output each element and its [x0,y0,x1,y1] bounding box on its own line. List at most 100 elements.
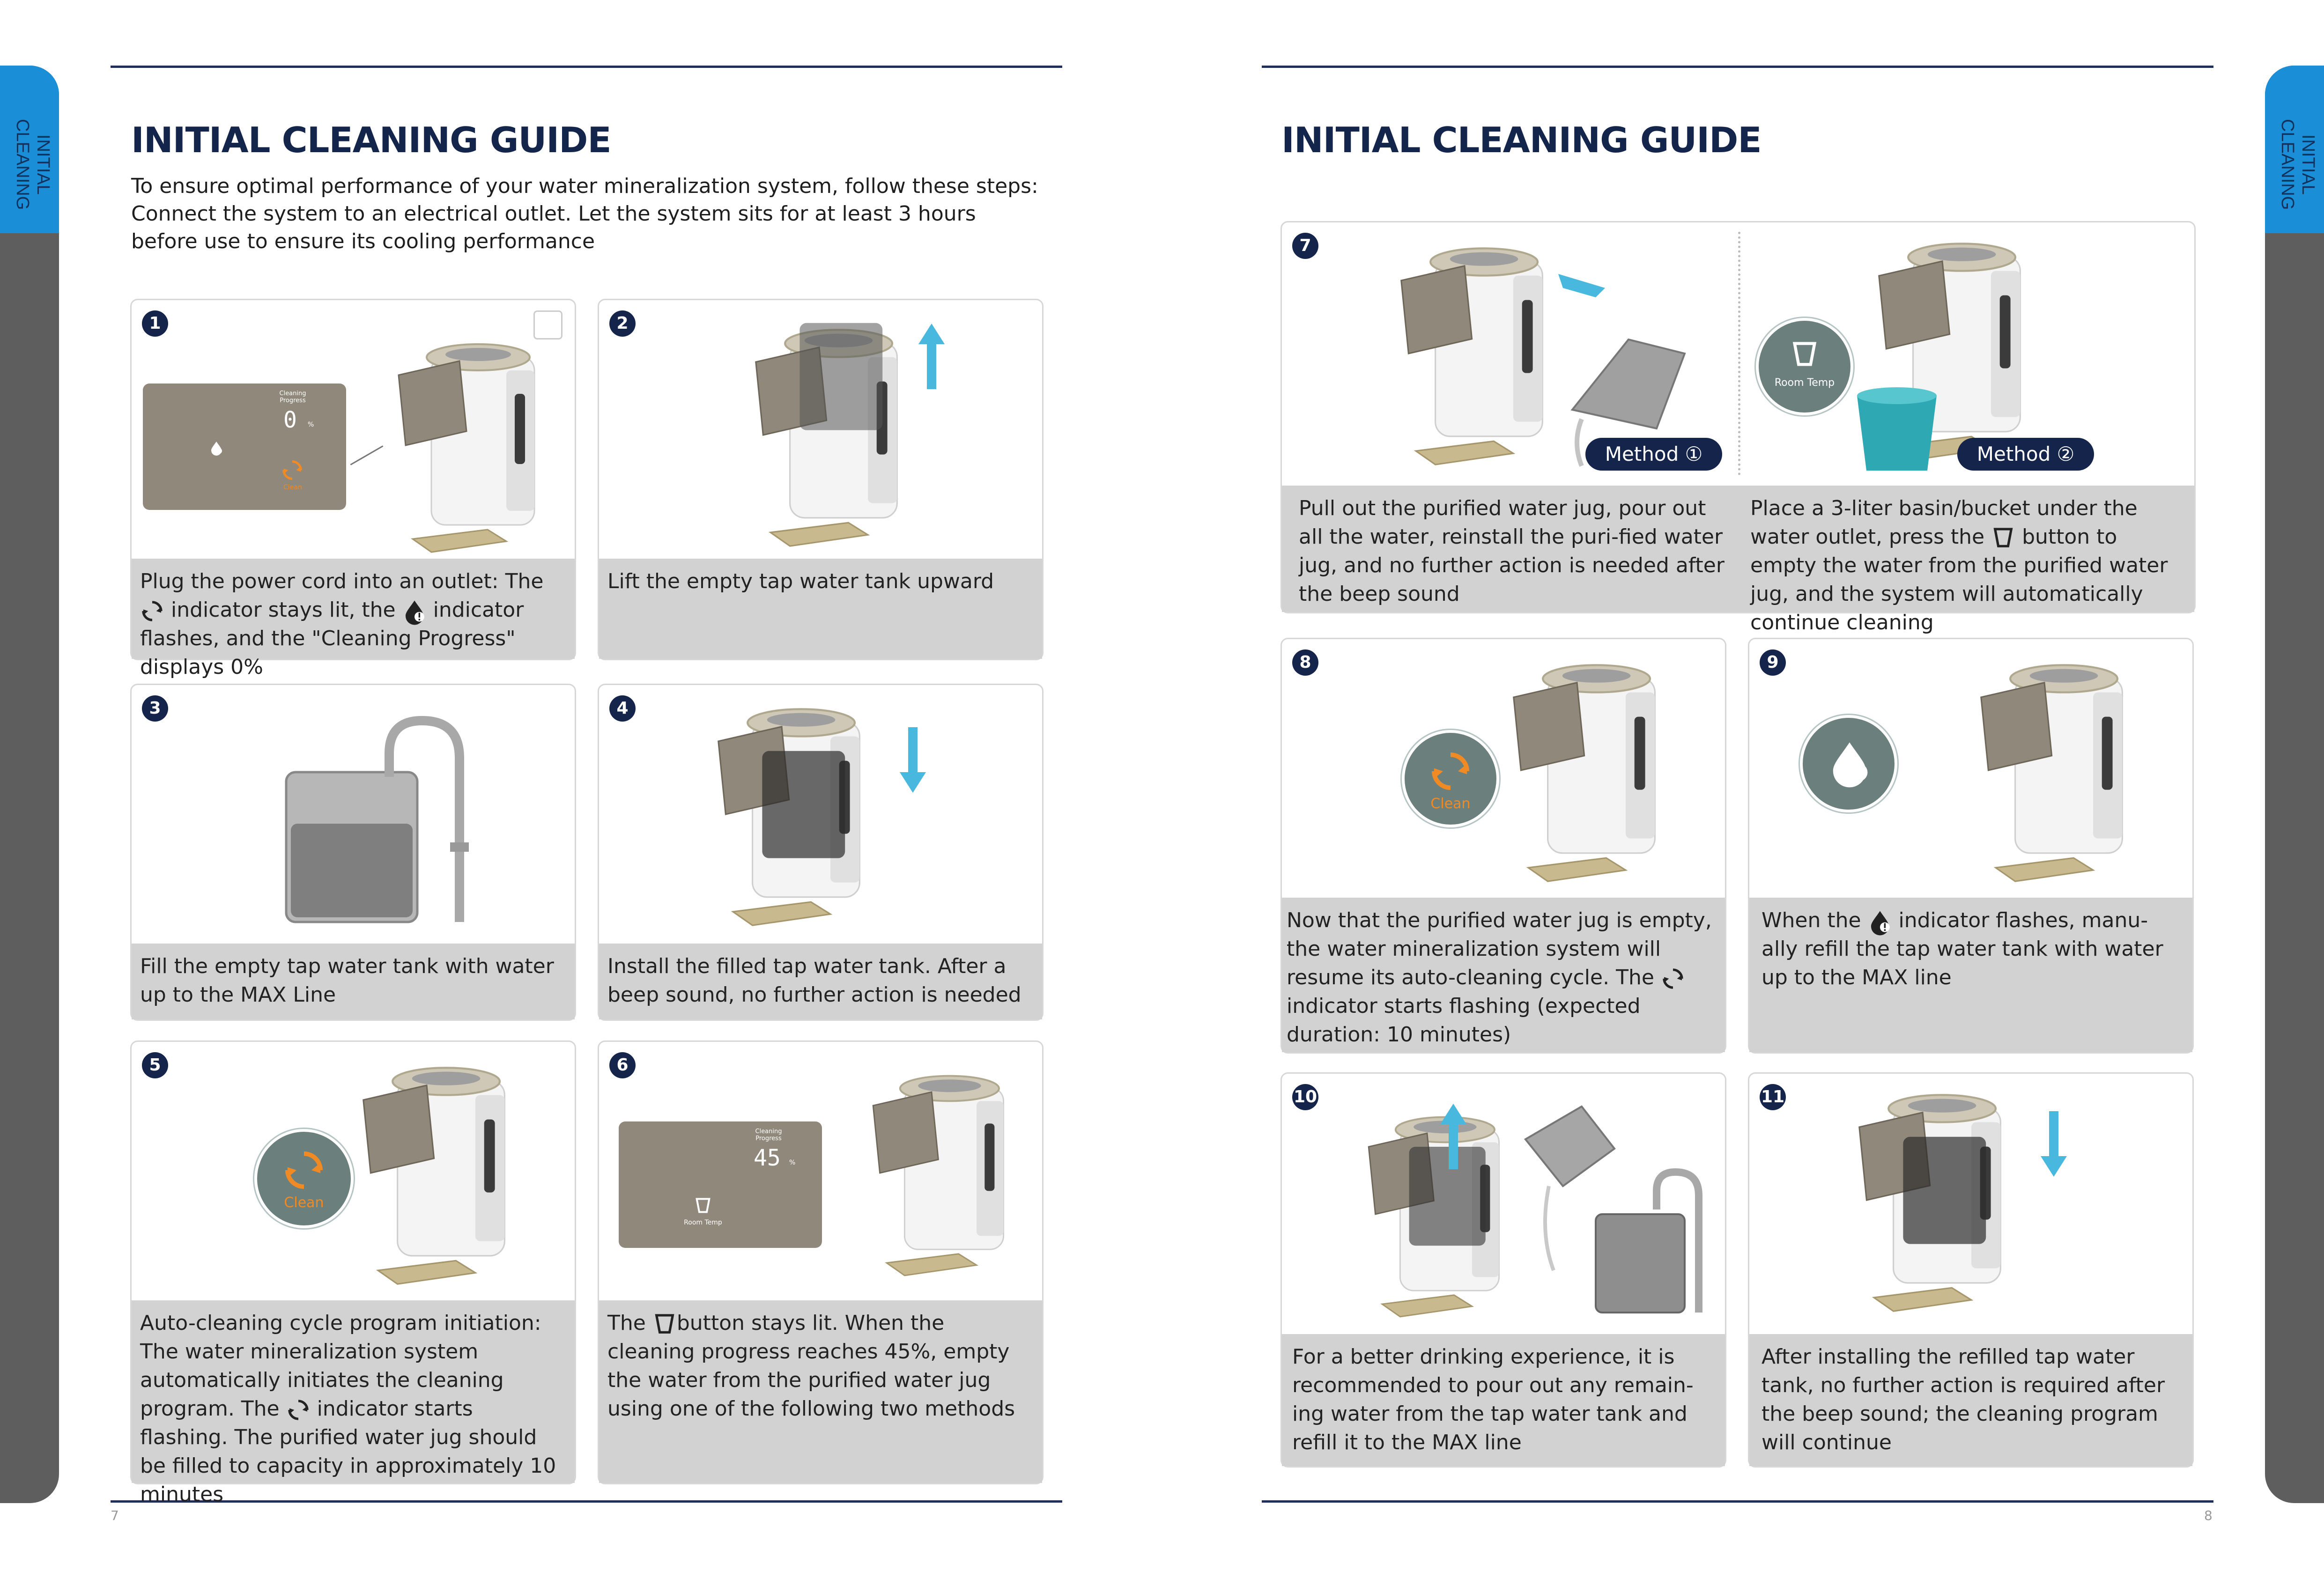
step-number: 10 [1292,1084,1318,1110]
caption-text: button to empty the water from the purif… [1750,525,2168,634]
cup-icon [1991,526,2015,550]
machine-illustration [1366,232,1563,475]
side-tab-right-label: INITIAL CLEANING [2278,118,2318,210]
caption-text: Now that the purified water jug is empty… [1287,908,1712,989]
step-caption: Fill the empty tap water tank with water… [132,944,575,1019]
side-tab-right-active: INITIAL CLEANING [2265,66,2324,233]
panel-value: 0 [283,407,297,433]
clean-icon [281,1148,326,1193]
left-page-number: 7 [111,1508,119,1523]
panel-unit: % [789,1159,796,1166]
drop-badge [1800,715,1897,812]
machine-illustration [328,1051,525,1295]
right-page-number: 8 [2204,1508,2213,1523]
method-2-caption: Place a 3-liter basin/bucket under the w… [1738,486,2194,634]
left-page-intro: To ensure optimal performance of your wa… [131,174,1038,253]
arrow-up-icon [918,324,945,389]
badge-label: Clean [1430,796,1471,812]
step-caption: When the indicator flashes, manu-ally re… [1749,898,2192,1052]
power-outlet-icon [533,310,562,339]
step-3-card: 3 Fill the empty tap water tank with wat… [130,684,576,1021]
caption-text: When the [1762,908,1868,932]
tank-pour-refill-illustration [1524,1105,1702,1313]
panel-label: Cleaning Progress [755,1128,782,1142]
cup-icon [696,1198,711,1213]
caption-text: indicator flashes, manu-ally refill the … [1762,908,2163,989]
arrow-down-icon [900,727,926,793]
step-11-card: 11 After installing the refilled tap wat… [1748,1072,2194,1468]
step-caption: Lift the empty tap water tank upward [599,559,1042,659]
step-number: 7 [1292,233,1318,259]
method-divider [1738,232,1740,475]
step-number: 8 [1292,649,1318,676]
tank-under-faucet-illustration [285,715,469,923]
machine-illustration [1479,649,1675,892]
panel-value: 45 [754,1145,781,1171]
step-1-card: 1 Cleaning Progress 0 % Clean Plug the p… [130,299,576,679]
cup-icon [652,1312,677,1336]
drop-icon [1833,742,1868,788]
room-temp-badge: Room Temp [1756,318,1853,415]
badge-label: Clean [284,1195,324,1211]
side-tab-left: INITIAL CLEANING [0,66,59,1503]
step-caption: Auto-cleaning cycle program initiation: … [132,1300,575,1506]
machine-illustration [1946,649,2143,892]
step-caption: After installing the refilled tap water … [1749,1334,2192,1466]
step-8-card: 8 Clean Now that the purified water jug … [1280,638,1726,1054]
machine-tank-lift-illustration [716,323,922,557]
clean-icon [1661,966,1685,991]
clean-icon [286,1398,311,1422]
step-number: 1 [142,310,168,337]
drop-icon [405,600,424,625]
caption-text: Place a 3-liter basin/bucket under the w… [1750,496,2138,549]
caption-text: Plug the power cord into an outlet: The [140,569,544,593]
panel-clean-label: Clean [283,484,302,491]
caption-text: indicator stays lit, the [164,598,402,622]
jug-pour-illustration [1558,274,1686,467]
step-number: 5 [142,1052,168,1078]
right-bottom-rule [1262,1500,2213,1503]
step-caption: Now that the purified water jug is empty… [1282,898,1725,1052]
side-tab-right: INITIAL CLEANING [2265,66,2324,1503]
step-5-card: 5 Clean Auto-cleaning cycle program init… [130,1040,576,1506]
method-1-caption: Pull out the purified water jug, pour ou… [1282,486,1743,612]
machine-illustration [872,1075,1005,1276]
machine-illustration [398,343,535,553]
panel-unit: % [308,421,314,428]
caption-text: Auto-cleaning cycle program initiation: … [140,1311,541,1421]
drop-icon [1871,911,1890,936]
control-panel-display: Cleaning Progress 0 % Clean [143,384,346,510]
machine-tank-install-illustration [1820,1078,2026,1322]
control-panel-display: Cleaning Progress 45 % Room Temp [619,1121,822,1248]
right-top-rule [1262,66,2213,68]
left-page-title: INITIAL CLEANING GUIDE [131,119,612,161]
caption-text: indicator starts flashing. The purified … [140,1397,556,1506]
step-7-card: 7 Method ① Room Temp Method ② Pull out t… [1280,221,2196,634]
machine-tank-install-illustration [679,693,885,936]
machine-tank-lift-illustration [1368,1116,1500,1318]
step-caption: Install the filled tap water tank. After… [599,944,1042,1019]
left-bottom-rule [111,1500,1062,1503]
clean-badge: Clean [1402,730,1499,827]
side-tab-left-active: INITIAL CLEANING [0,66,59,233]
step-6-card: 6 Cleaning Progress 45 % Room Temp The b… [598,1040,1044,1484]
step-caption: Plug the power cord into an outlet: The … [132,559,575,679]
step-10-card: 10 For a better drinking experience, it … [1280,1072,1726,1468]
step-caption: The button stays lit. When the cleaning … [599,1300,1042,1483]
step-2-card: 2 Lift the empty tap water tank upward [598,299,1044,660]
step-caption: For a better drinking experience, it is … [1282,1334,1725,1466]
cup-icon [1790,339,1820,369]
method-2-badge: Method ② [1957,438,2094,471]
right-page-title: INITIAL CLEANING GUIDE [1281,119,1762,161]
badge-label: Room Temp [1774,377,1835,389]
clean-icon [1428,749,1473,794]
bucket-icon [1857,387,1937,471]
arrow-down-icon [2041,1111,2067,1177]
step-number: 4 [609,695,636,722]
step-number: 11 [1760,1084,1786,1110]
clean-badge: Clean [254,1129,354,1228]
step-9-card: 9 When the indicator flashes, manu-ally … [1748,638,2194,1054]
caption-text: indicator starts flashing (expected dura… [1287,994,1641,1047]
method-1-badge: Method ① [1585,438,1722,471]
side-tab-left-label: INITIAL CLEANING [13,118,53,210]
